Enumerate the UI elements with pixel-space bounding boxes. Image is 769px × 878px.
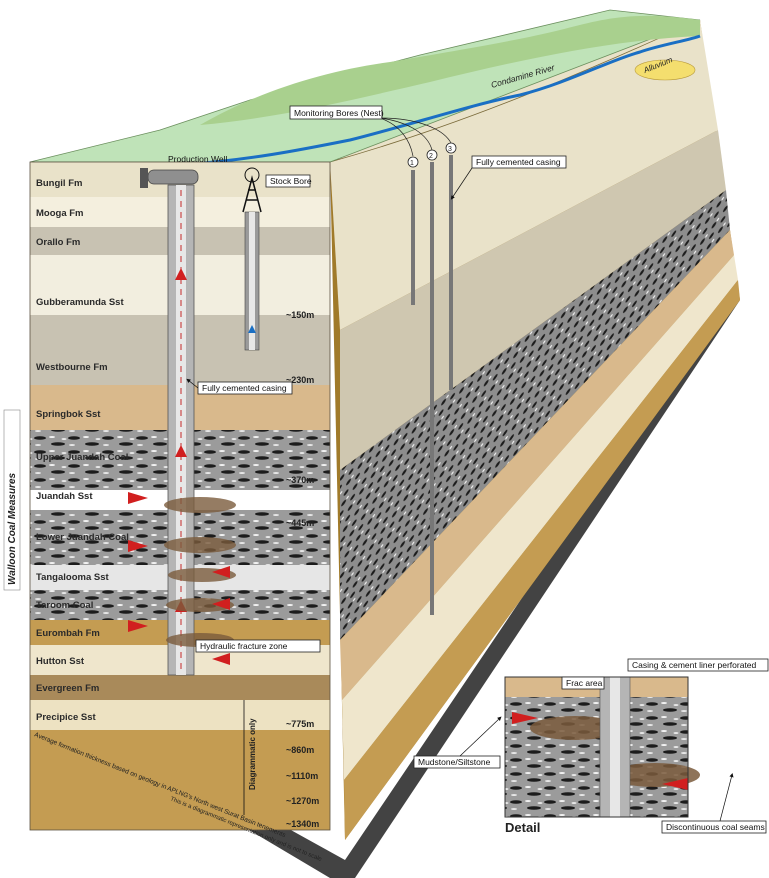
- diagrammatic-note: Diagrammatic only: [248, 718, 257, 790]
- formation-label: Eurombah Fm: [36, 628, 100, 639]
- formation-label: Precipice Sst: [36, 712, 97, 723]
- formation-label: Hutton Sst: [36, 656, 85, 667]
- formation-label: Westbourne Fm: [36, 362, 108, 373]
- depth-label: ~445m: [286, 518, 314, 528]
- land-surface: [29, 9, 701, 167]
- monitoring-label: Monitoring Bores (Nest): [294, 108, 384, 118]
- depth-label: ~370m: [286, 475, 314, 485]
- coal-seams-label: Discontinuous coal seams: [666, 822, 765, 832]
- bore-number: 1: [410, 160, 414, 167]
- formation-label: Lower Juandah Coal: [36, 532, 129, 543]
- formation-label: Orallo Fm: [36, 237, 80, 248]
- river-channel: [179, 34, 701, 167]
- formation-label: Upper Juandah Coal: [36, 452, 128, 463]
- frac-area-label: Frac area: [566, 678, 603, 688]
- alluvium-patch: [634, 59, 696, 81]
- formation-labels: Bungil Fm Mooga Fm Orallo Fm Gubberamund…: [36, 178, 129, 723]
- flow-arrow-up: [175, 268, 187, 280]
- flow-arrow-up: [175, 445, 187, 457]
- bore-number: 3: [448, 146, 452, 153]
- formation-label: Bungil Fm: [36, 178, 82, 189]
- formation-label: Tangalooma Sst: [36, 572, 110, 583]
- depth-label: ~775m: [286, 719, 314, 729]
- walloon-group: Walloon Coal Measures: [3, 409, 21, 591]
- detail-inset: [504, 676, 700, 818]
- fracture-callout: Hydraulic fracture zone: [200, 641, 288, 651]
- production-well: [140, 168, 199, 676]
- monitoring-bores: 1 2 3: [379, 117, 457, 615]
- depth-label: ~230m: [286, 375, 314, 385]
- mudstone-label: Mudstone/Siltstone: [418, 757, 491, 767]
- liner-label: Casing & cement liner perforated: [632, 660, 757, 670]
- depth-label: ~860m: [286, 745, 314, 755]
- production-well-label: Production Well: [168, 154, 227, 164]
- stock-bore: [242, 167, 262, 351]
- formation-label: Mooga Fm: [36, 208, 84, 219]
- depth-label: ~150m: [286, 310, 314, 320]
- depth-label: ~1340m: [286, 819, 319, 829]
- formation-label: Evergreen Fm: [36, 683, 99, 694]
- casing-callout-lower: Fully cemented casing: [202, 383, 287, 393]
- formation-label: Juandah Sst: [36, 491, 93, 502]
- depth-label: ~1270m: [286, 796, 319, 806]
- casing-callout-upper: Fully cemented casing: [476, 157, 561, 167]
- stock-bore-label: Stock Bore: [270, 176, 312, 186]
- detail-labels: Detail Frac area Casing & cement liner p…: [413, 658, 769, 835]
- detail-title: Detail: [505, 820, 540, 835]
- formation-label: Gubberamunda Sst: [36, 297, 124, 308]
- walloon-label: Walloon Coal Measures: [7, 472, 18, 585]
- bore-number: 2: [429, 153, 433, 160]
- formation-label: Taroom Coal: [36, 600, 93, 611]
- fracture-zones: [128, 492, 236, 665]
- formation-label: Springbok Sst: [36, 409, 101, 420]
- depth-markers: ~150m ~230m ~370m ~445m ~775m ~860m ~111…: [286, 310, 319, 829]
- callouts: Fully cemented casing Fully cemented cas…: [186, 155, 567, 653]
- depth-label: ~1110m: [286, 771, 318, 781]
